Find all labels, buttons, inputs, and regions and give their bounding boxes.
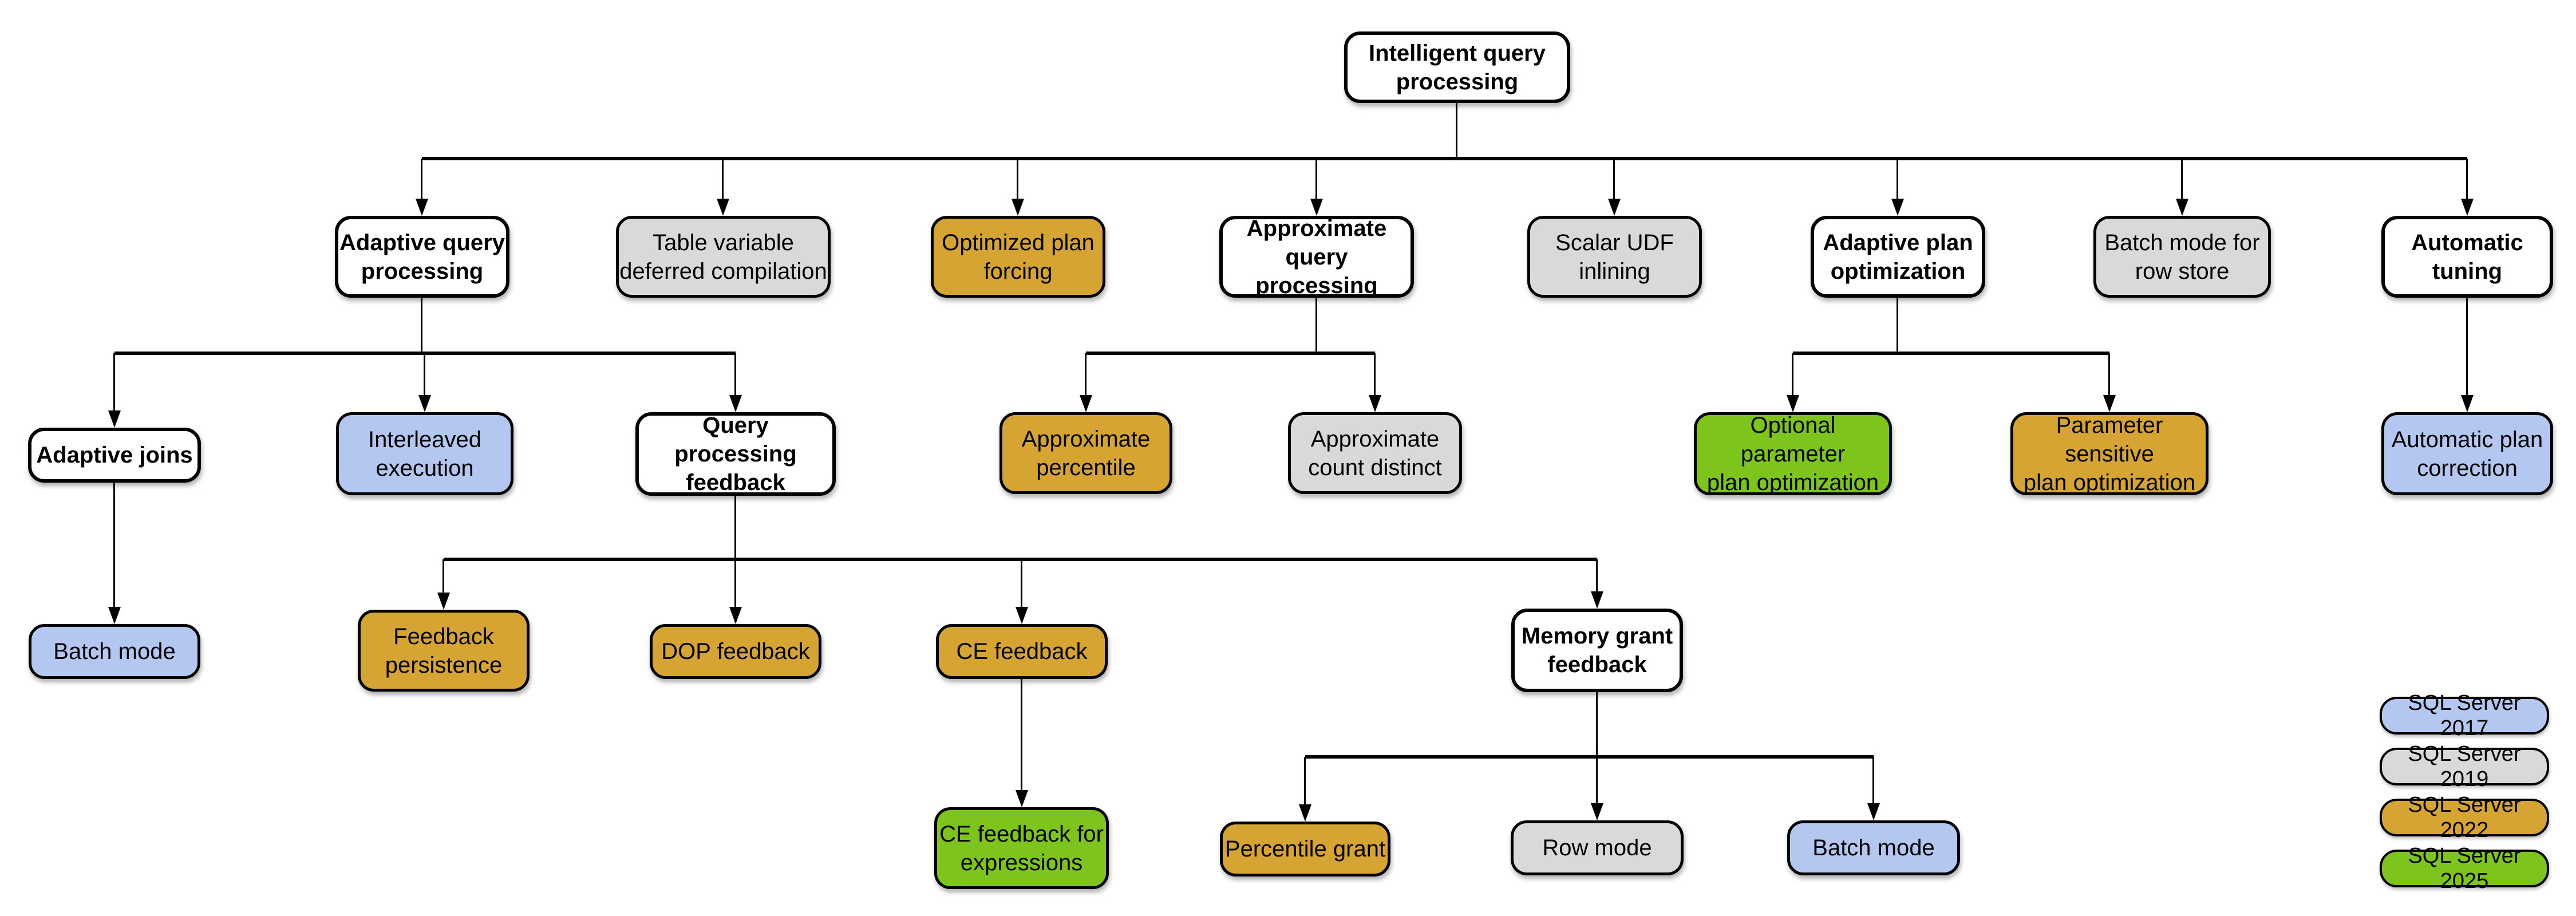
connector-line — [1613, 159, 1615, 200]
node-batch-mode-for-row-store: Batch mode for row store — [2093, 216, 2271, 298]
node-approximate-count-distinct: Approximate count distinct — [1288, 412, 1462, 494]
legend-item-sql-server-2025: SQL Server 2025 — [2380, 844, 2549, 893]
legend-item-sql-server-2017: SQL Server 2017 — [2380, 691, 2549, 740]
connector-line — [1085, 353, 1086, 396]
arrow-down-icon — [2461, 199, 2474, 216]
node-automatic-plan-correction: Automatic plan correction — [2381, 412, 2553, 495]
node-optimized-plan-forcing: Optimized plan forcing — [931, 216, 1105, 298]
node-batch-mode-memory-grant: Batch mode — [1787, 820, 1960, 875]
connector-line — [1021, 679, 1022, 791]
connector-bus — [1086, 352, 1375, 355]
node-dop-feedback: DOP feedback — [650, 624, 821, 679]
legend-item-sql-server-2019: SQL Server 2019 — [2380, 742, 2549, 791]
connector-line — [2108, 353, 2110, 396]
connector-line — [1304, 757, 1306, 806]
connector-line — [1897, 298, 1898, 355]
node-parameter-sensitive-plan-optimization: Parameter sensitive plan optimization — [2010, 412, 2208, 495]
arrow-down-icon — [437, 593, 450, 610]
node-automatic-tuning: Automatic tuning — [2381, 216, 2553, 298]
connector-line — [1596, 559, 1598, 593]
arrow-down-icon — [1310, 199, 1323, 216]
connector-line — [2466, 159, 2468, 200]
node-batch-mode-adaptive-joins: Batch mode — [29, 624, 200, 679]
node-adaptive-plan-optimization: Adaptive plan optimization — [1811, 216, 1985, 298]
node-adaptive-joins: Adaptive joins — [28, 428, 201, 483]
connector-bus — [1305, 755, 1874, 759]
arrow-down-icon — [108, 410, 121, 428]
arrow-down-icon — [1787, 395, 1799, 412]
arrow-down-icon — [1369, 395, 1381, 412]
node-ce-feedback-for-expressions: CE feedback for expressions — [934, 807, 1109, 889]
arrow-down-icon — [1299, 804, 1311, 822]
connector-line — [421, 298, 422, 355]
node-approximate-percentile: Approximate percentile — [999, 412, 1172, 494]
connector-line — [734, 496, 736, 561]
arrow-down-icon — [1867, 803, 1880, 820]
node-approximate-query-processing: Approximate query processing — [1219, 216, 1414, 298]
connector-bus — [422, 157, 2467, 160]
node-optional-parameter-plan-optimization: Optional parameter plan optimization — [1694, 412, 1892, 495]
arrow-down-icon — [1591, 803, 1603, 820]
connector-line — [1872, 757, 1874, 804]
connector-line — [1315, 298, 1317, 355]
arrow-down-icon — [1608, 199, 1621, 216]
connector-line — [442, 559, 444, 594]
connector-line — [1792, 353, 1793, 396]
node-intelligent-query-processing: Intelligent query processing — [1344, 31, 1570, 103]
arrow-down-icon — [1012, 199, 1024, 216]
node-adaptive-query-processing: Adaptive query processing — [335, 216, 509, 298]
arrow-down-icon — [418, 395, 431, 412]
node-memory-grant-feedback: Memory grant feedback — [1511, 609, 1683, 692]
connector-line — [421, 159, 422, 200]
connector-line — [113, 353, 115, 412]
connector-bus — [1793, 352, 2109, 355]
arrow-down-icon — [729, 395, 742, 412]
connector-line — [1456, 103, 1457, 160]
arrow-down-icon — [1591, 591, 1603, 609]
arrow-down-icon — [1080, 395, 1092, 412]
connector-line — [2466, 298, 2468, 396]
connector-line — [1017, 159, 1018, 200]
connector-line — [1374, 353, 1376, 396]
arrow-down-icon — [1016, 790, 1028, 807]
arrow-down-icon — [2103, 395, 2116, 412]
connector-line — [1897, 159, 1898, 200]
node-row-mode: Row mode — [1511, 820, 1684, 875]
connector-bus — [444, 558, 1597, 561]
node-percentile-grant: Percentile grant — [1220, 822, 1390, 876]
arrow-down-icon — [416, 199, 428, 216]
node-table-variable-deferred-compilation: Table variable deferred compilation — [616, 216, 831, 298]
node-scalar-udf-inlining: Scalar UDF inlining — [1527, 216, 1702, 298]
legend-item-sql-server-2022: SQL Server 2022 — [2380, 793, 2549, 842]
node-interleaved-execution: Interleaved execution — [336, 412, 513, 495]
connector-line — [424, 353, 425, 396]
node-ce-feedback: CE feedback — [936, 624, 1108, 679]
arrow-down-icon — [2461, 395, 2474, 412]
arrow-down-icon — [108, 607, 121, 624]
connector-line — [722, 159, 724, 200]
arrow-down-icon — [1891, 199, 1904, 216]
connector-line — [1315, 159, 1317, 200]
connector-line — [2181, 159, 2183, 200]
node-feedback-persistence: Feedback persistence — [358, 610, 530, 692]
arrow-down-icon — [1016, 607, 1028, 624]
connector-line — [1021, 559, 1022, 608]
connector-line — [1596, 757, 1598, 804]
connector-line — [113, 483, 115, 608]
arrow-down-icon — [729, 607, 742, 624]
node-query-processing-feedback: Query processing feedback — [635, 412, 836, 496]
connector-line — [1596, 692, 1598, 759]
connector-line — [734, 353, 736, 396]
arrow-down-icon — [717, 199, 729, 216]
connector-line — [734, 559, 736, 608]
arrow-down-icon — [2176, 199, 2188, 216]
